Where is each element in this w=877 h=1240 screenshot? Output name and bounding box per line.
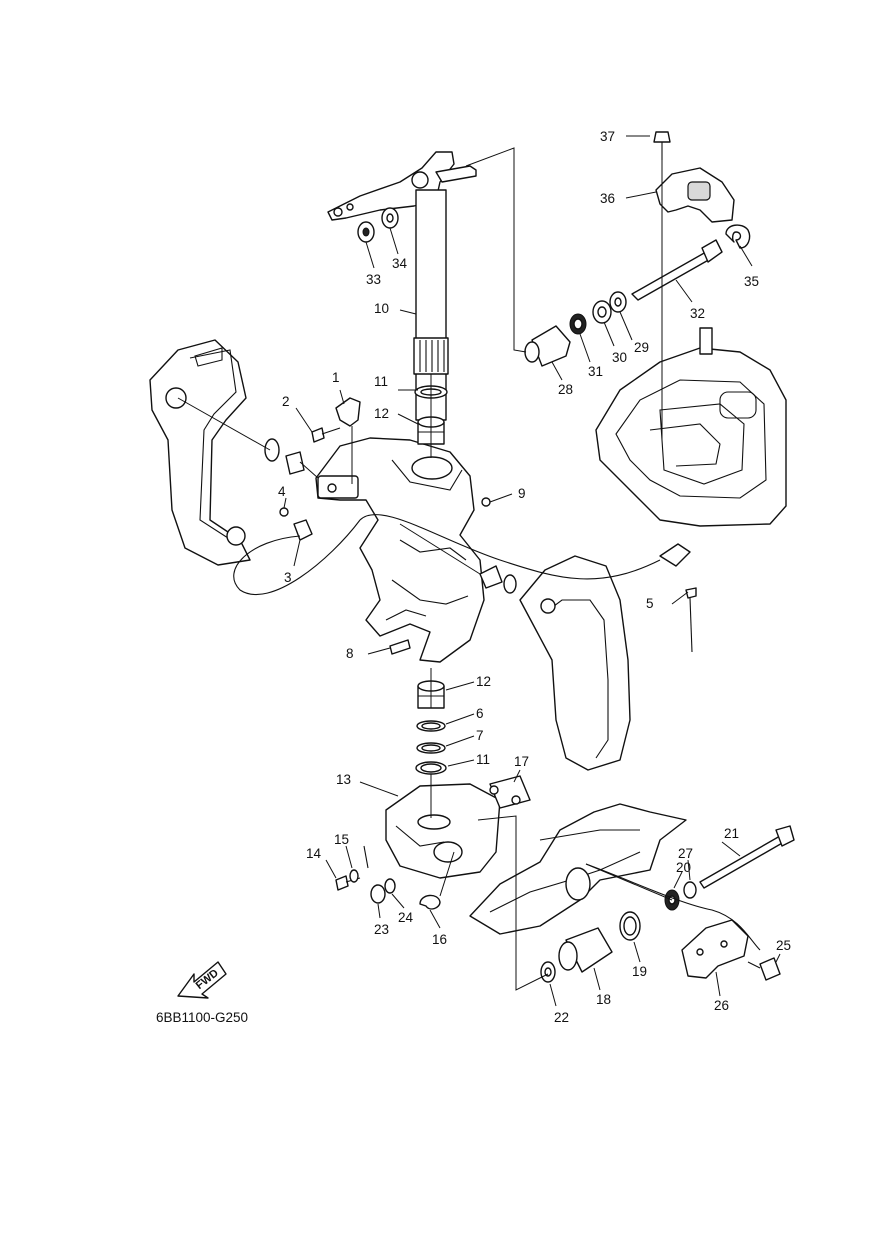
callout-10: 10	[374, 301, 389, 316]
callout-9: 9	[518, 486, 526, 501]
callout-11-upper: 11	[374, 374, 388, 389]
callout-11-lower: 11	[476, 752, 490, 767]
callout-27: 27	[678, 846, 693, 861]
callout-15: 15	[334, 832, 349, 847]
callout-12-lower: 12	[476, 674, 491, 689]
diagram-code: 6BB1100-G250	[156, 1010, 248, 1025]
lower-mount-parts	[540, 825, 795, 983]
callout-35: 35	[744, 274, 759, 289]
callout-32: 32	[690, 306, 705, 321]
callout-19: 19	[632, 964, 647, 979]
callout-36: 36	[600, 191, 615, 206]
callout-13: 13	[336, 772, 351, 787]
callout-leaders	[283, 135, 781, 1007]
callout-34: 34	[392, 256, 408, 271]
callout-30: 30	[612, 350, 627, 365]
callout-3: 3	[284, 570, 292, 585]
callout-22: 22	[554, 1010, 569, 1025]
callout-28: 28	[558, 382, 573, 397]
callout-37: 37	[600, 129, 615, 144]
callout-5: 5	[646, 596, 654, 611]
callout-26: 26	[714, 998, 729, 1013]
callout-14: 14	[306, 846, 322, 861]
callout-1: 1	[332, 370, 340, 385]
lower-cowling-bracket	[469, 803, 687, 935]
callout-6: 6	[476, 706, 484, 721]
clamp-bracket-right	[519, 555, 631, 771]
small-hardware-left	[233, 397, 697, 655]
upper-casing	[595, 327, 787, 527]
callout-24: 24	[398, 910, 414, 925]
callout-labels: 37 36 35 32 29 30 31 28 33 34 10 1 2 4 3…	[278, 129, 791, 1025]
steering-shaft	[327, 151, 477, 421]
small-hardware-lower	[335, 775, 531, 910]
callout-29: 29	[634, 340, 649, 355]
callout-12-upper: 12	[374, 406, 389, 421]
callout-31: 31	[588, 364, 603, 379]
callout-2: 2	[282, 394, 290, 409]
callout-16: 16	[432, 932, 447, 947]
callout-20: 20	[676, 860, 691, 875]
swivel-bracket	[315, 437, 485, 663]
callout-4: 4	[278, 484, 286, 499]
callout-33: 33	[366, 272, 381, 287]
callout-17: 17	[514, 754, 529, 769]
upper-mount-parts	[524, 131, 751, 367]
callout-8: 8	[346, 646, 354, 661]
clamp-bracket-left	[149, 339, 251, 566]
callout-7: 7	[476, 728, 484, 743]
callout-21: 21	[724, 826, 739, 841]
lower-mount-housing	[385, 783, 501, 879]
callout-25: 25	[776, 938, 791, 953]
assembly-guide-lines	[177, 147, 673, 991]
fwd-arrow-icon: FWD	[177, 961, 227, 999]
callout-23: 23	[374, 922, 389, 937]
callout-18: 18	[596, 992, 611, 1007]
